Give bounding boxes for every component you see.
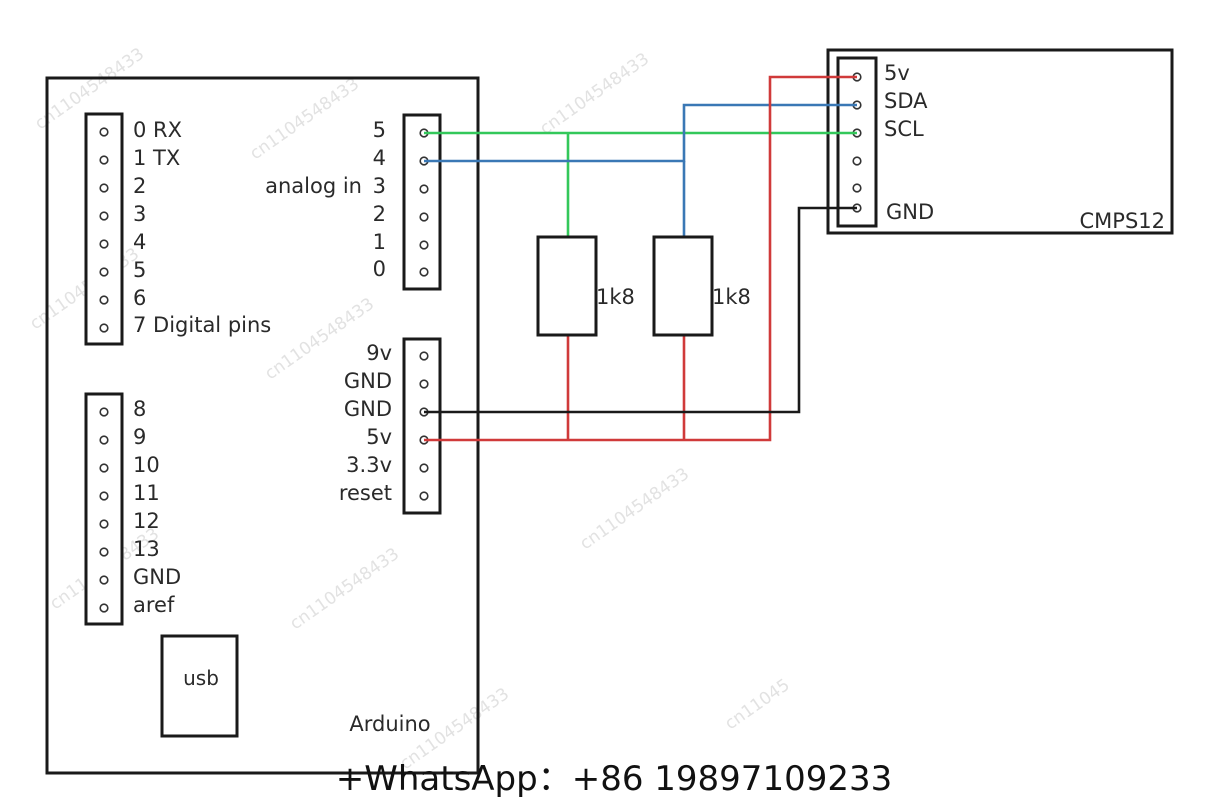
digital-header-top — [84, 112, 124, 346]
label-a1: 1 — [373, 230, 386, 254]
cmps12-module: 5v SDA SCL GND CMPS12 — [826, 48, 1174, 235]
digital-header-bottom — [84, 392, 124, 626]
pin-d2 — [99, 183, 109, 193]
label-d2: 2 — [133, 174, 146, 198]
cmps12-labels: 5v SDA SCL GND — [884, 61, 934, 224]
wire-gnd — [424, 206, 857, 414]
cmps12-header — [836, 56, 878, 228]
label-aref: aref — [133, 593, 175, 617]
arduino-outline — [45, 76, 480, 775]
power-labels: 9v GND GND 5v 3.3v reset — [339, 341, 392, 505]
pin-a0 — [419, 267, 429, 277]
pin-d7 — [99, 323, 109, 333]
digital-pins-top — [99, 127, 109, 333]
resistor-sda — [652, 235, 714, 337]
watermark: cn1104548433 — [576, 464, 693, 554]
resistor-sda-label: 1k8 — [712, 285, 751, 309]
usb-label: usb — [183, 666, 219, 690]
label-9v: 9v — [366, 341, 392, 365]
digital-pins-bottom — [99, 407, 109, 613]
whatsapp-contact: +WhatsApp：+86 19897109233 — [336, 759, 892, 799]
watermark: cn11045 — [721, 675, 793, 734]
pin-d4 — [99, 239, 109, 249]
label-reset: reset — [339, 481, 392, 505]
label-a0: 0 — [373, 257, 386, 281]
label-d7: 7 Digital pins — [133, 313, 271, 337]
pin-d13 — [99, 547, 109, 557]
watermark: cn1104548433 — [246, 74, 363, 164]
pin-a1 — [419, 240, 429, 250]
label-3v3: 3.3v — [346, 453, 392, 477]
pin-reset — [419, 491, 429, 501]
label-d12: 12 — [133, 509, 160, 533]
label-d3: 3 — [133, 202, 146, 226]
label-cmps-5v: 5v — [884, 61, 910, 85]
resistor-scl-label: 1k8 — [596, 285, 635, 309]
label-5v: 5v — [366, 425, 392, 449]
label-d9: 9 — [133, 425, 146, 449]
label-d4: 4 — [133, 230, 146, 254]
pin-gnd-digital — [99, 575, 109, 585]
wires — [424, 75, 857, 442]
pin-d1 — [99, 155, 109, 165]
label-a4: 4 — [373, 146, 386, 170]
analog-labels: 5 4 3 analog in 2 1 0 — [265, 118, 386, 281]
pin-9v — [419, 351, 429, 361]
pin-gnd-1 — [419, 379, 429, 389]
pin-d5 — [99, 267, 109, 277]
pin-d11 — [99, 491, 109, 501]
label-d13: 13 — [133, 537, 160, 561]
pin-cmps-5 — [852, 183, 862, 193]
label-cmps-sda: SDA — [884, 89, 928, 113]
label-analog-in: analog in — [265, 174, 362, 198]
pin-a3 — [419, 184, 429, 194]
watermark: cn1104548433 — [536, 49, 653, 139]
digital-labels-top: 0 RX 1 TX 2 3 4 5 6 7 Digital pins — [133, 118, 271, 337]
pin-3v3 — [419, 463, 429, 473]
label-a2: 2 — [373, 202, 386, 226]
usb-port — [160, 634, 239, 738]
analog-pins — [419, 128, 429, 277]
digital-labels-bottom: 8 9 10 11 12 13 GND aref — [133, 397, 181, 617]
pin-d6 — [99, 295, 109, 305]
resistor-scl — [536, 235, 598, 337]
label-gnd-digital: GND — [133, 565, 181, 589]
label-d10: 10 — [133, 453, 160, 477]
label-d5: 5 — [133, 258, 146, 282]
resistors: 1k8 1k8 — [536, 235, 751, 337]
label-a3: 3 — [373, 174, 386, 198]
label-d11: 11 — [133, 481, 160, 505]
pin-cmps-4 — [852, 156, 862, 166]
wire-5v — [424, 75, 857, 442]
pin-d12 — [99, 519, 109, 529]
label-d1: 1 TX — [133, 146, 180, 170]
label-cmps-scl: SCL — [884, 117, 924, 141]
label-a5: 5 — [373, 118, 386, 142]
cmps12-outline — [826, 48, 1174, 235]
analog-header — [402, 113, 442, 291]
power-header — [402, 337, 442, 515]
label-gnd-2: GND — [344, 397, 392, 421]
label-cmps-gnd: GND — [886, 200, 934, 224]
cmps12-name: CMPS12 — [1080, 209, 1166, 233]
label-d8: 8 — [133, 397, 146, 421]
pin-d10 — [99, 463, 109, 473]
arduino-name: Arduino — [349, 712, 430, 736]
watermark: cn1104548433 — [286, 544, 403, 634]
pin-a2 — [419, 212, 429, 222]
label-gnd-1: GND — [344, 369, 392, 393]
pin-d8 — [99, 407, 109, 417]
pin-d9 — [99, 435, 109, 445]
arduino-board: 0 RX 1 TX 2 3 4 5 6 7 Digital pins 8 9 1… — [45, 76, 480, 775]
pin-d3 — [99, 211, 109, 221]
pin-aref — [99, 603, 109, 613]
pin-d0 — [99, 127, 109, 137]
label-d0: 0 RX — [133, 118, 182, 142]
label-d6: 6 — [133, 286, 146, 310]
